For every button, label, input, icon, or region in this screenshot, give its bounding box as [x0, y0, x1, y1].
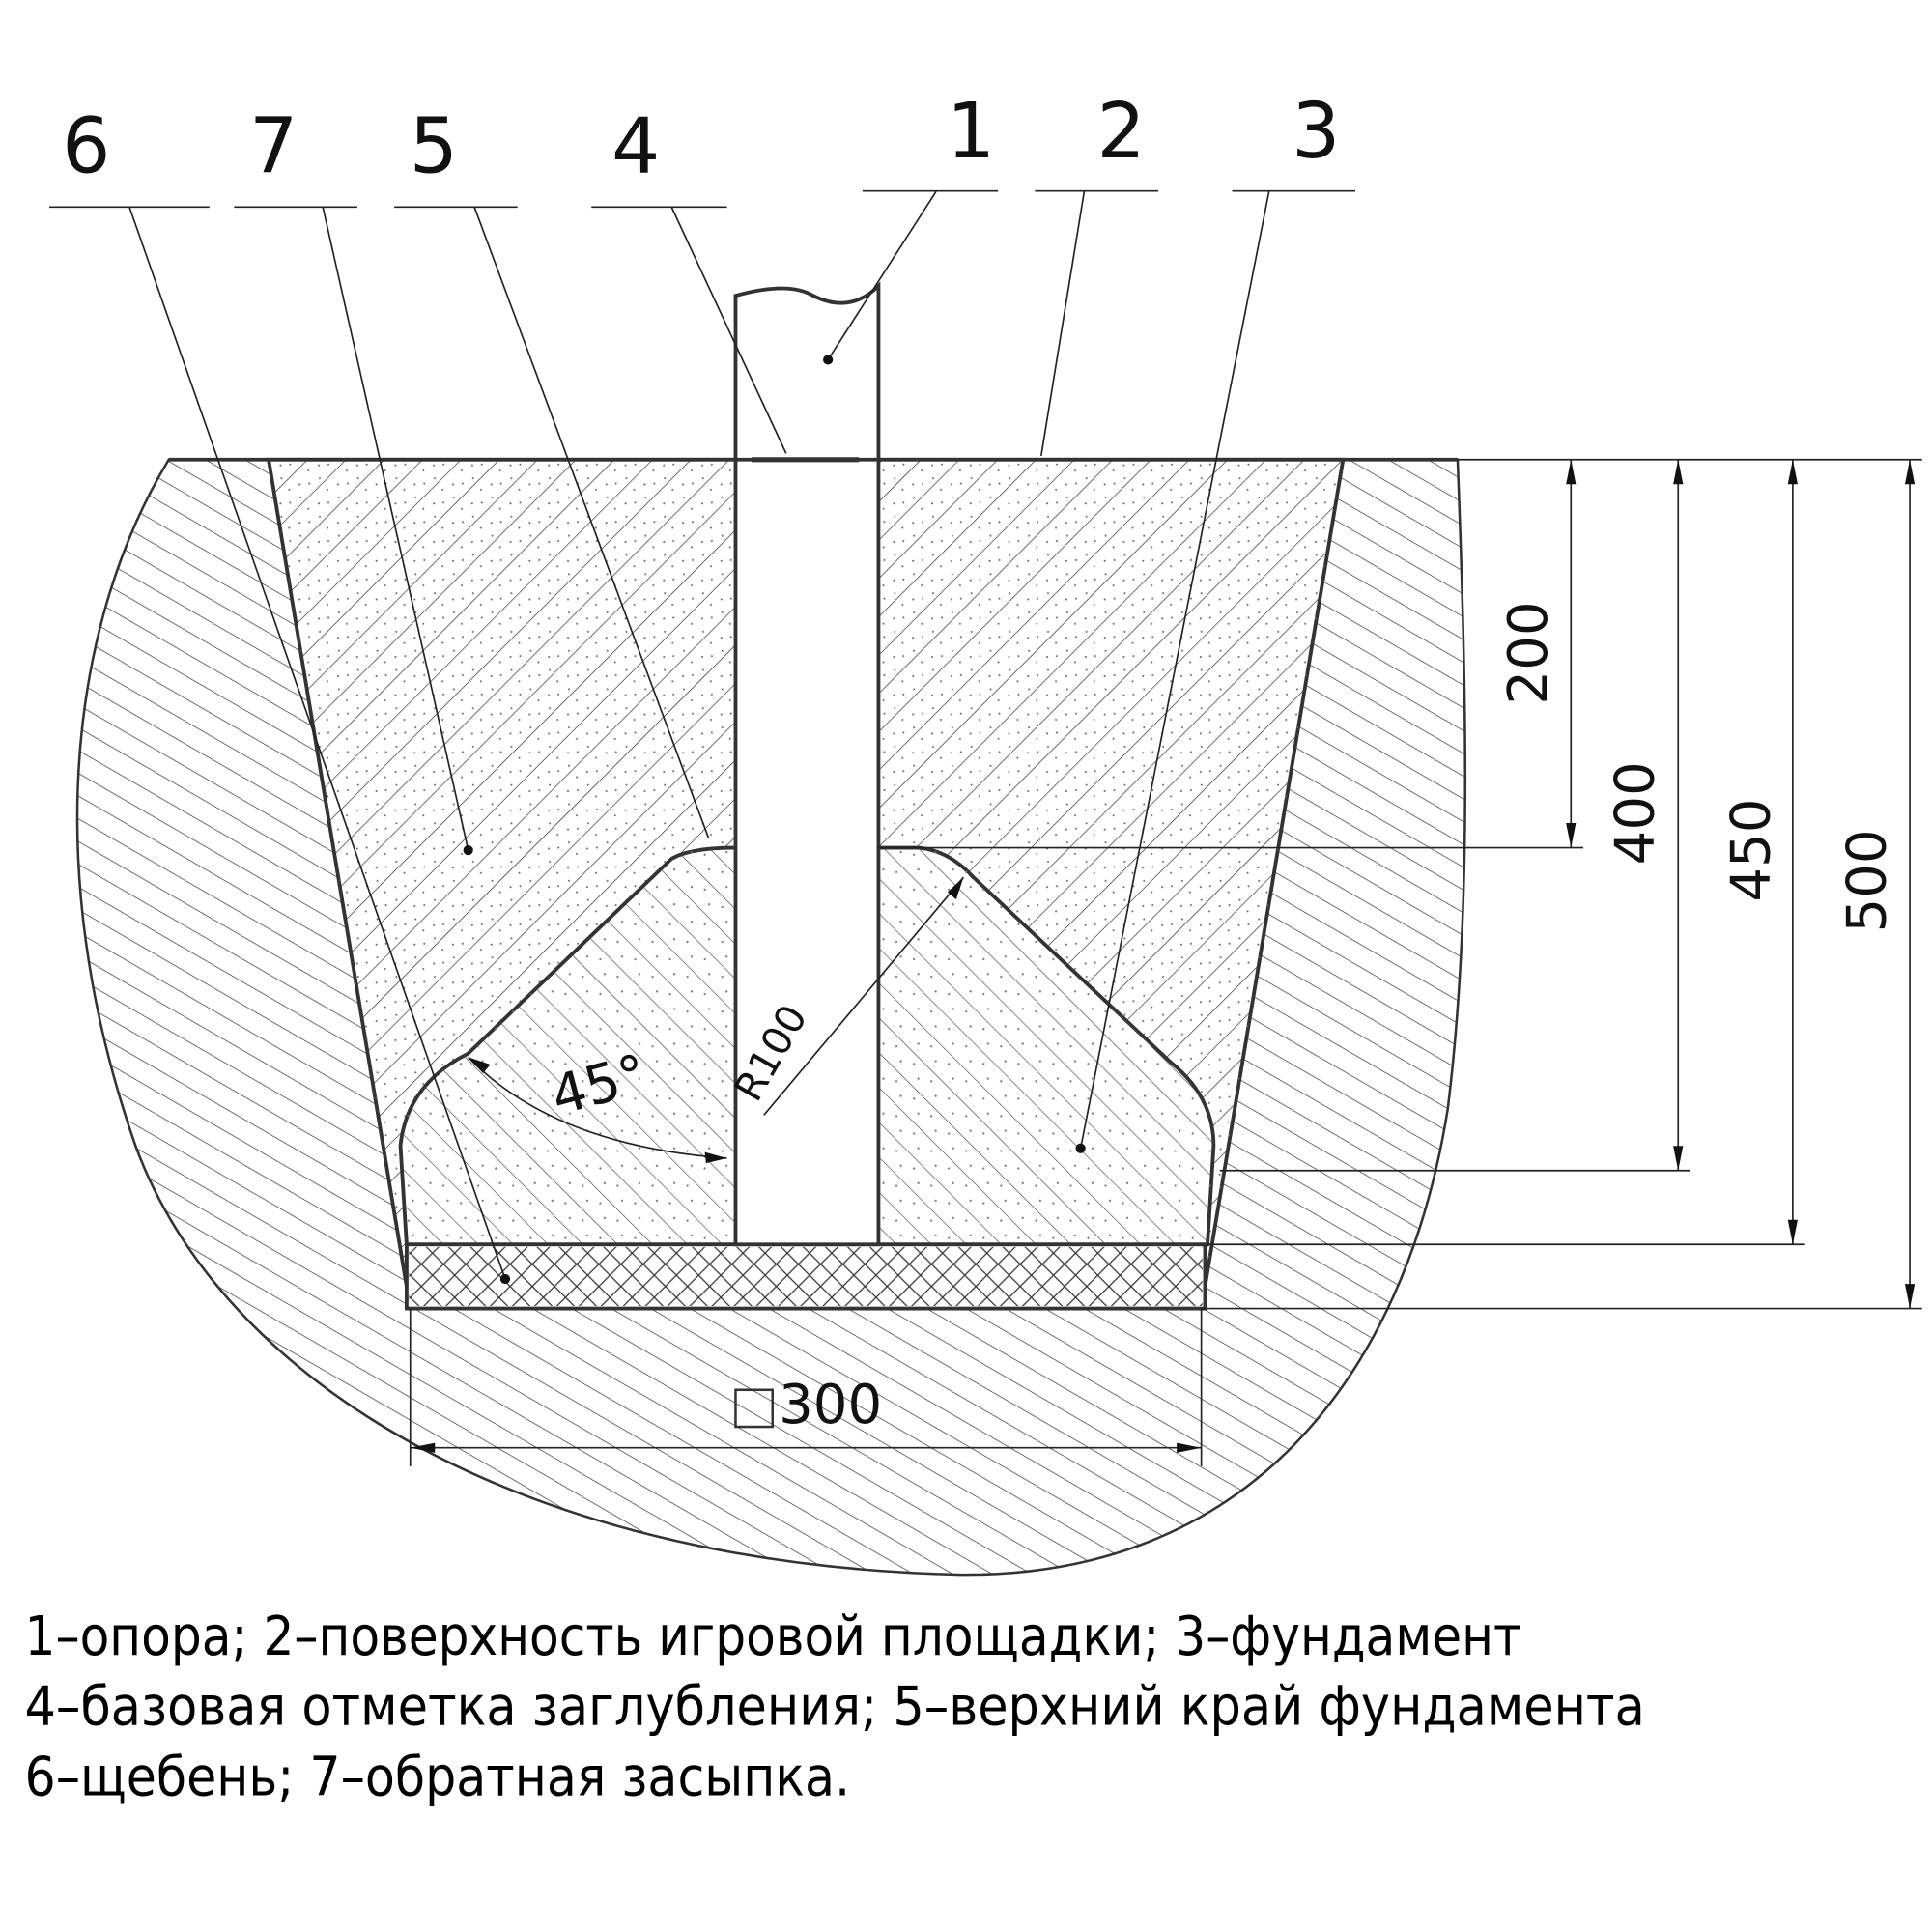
callout-6: 6 [62, 102, 110, 191]
callout-4: 4 [611, 102, 660, 191]
callout-leaders [49, 189, 1356, 1280]
dim-500: 500 [1836, 829, 1899, 932]
dim-width-300: 300 [779, 1374, 882, 1436]
callout-1: 1 [947, 87, 995, 176]
dim-400: 400 [1605, 761, 1667, 865]
dimension-lines [409, 458, 1922, 1466]
square-section-icon [734, 1388, 775, 1429]
callout-2: 2 [1097, 87, 1146, 176]
callout-5: 5 [410, 102, 458, 191]
legend-line-2: 4–базовая отметка заглубления; 5–верхний… [25, 1676, 1645, 1739]
callout-3: 3 [1292, 87, 1340, 176]
dim-200: 200 [1497, 601, 1560, 704]
legend-line-1: 1–опора; 2–поверхность игровой площадки;… [25, 1605, 1522, 1668]
legend-line-3: 6–щебень; 7–обратная засыпка. [25, 1746, 851, 1808]
callout-7: 7 [249, 102, 298, 191]
dim-450: 450 [1720, 799, 1783, 902]
